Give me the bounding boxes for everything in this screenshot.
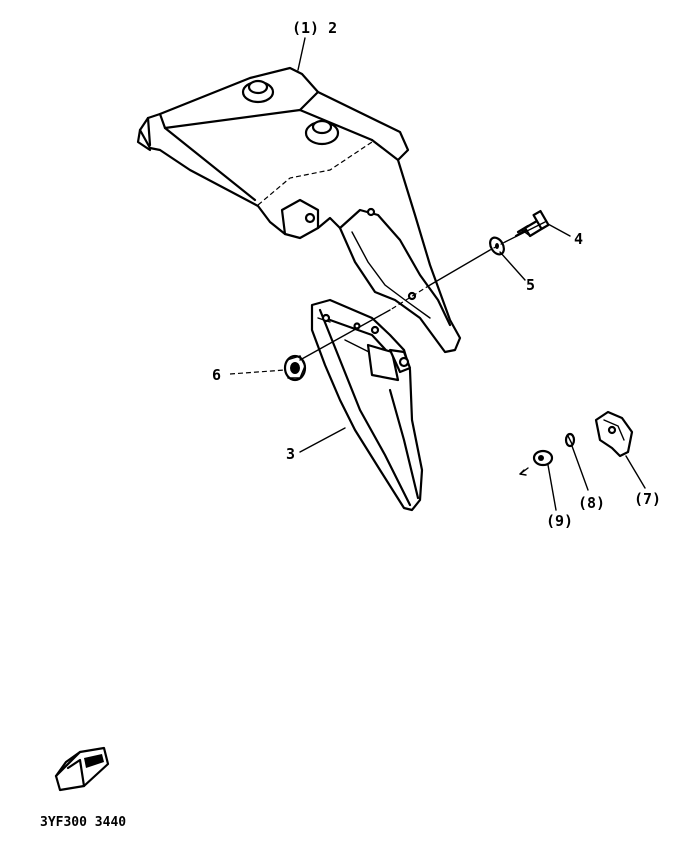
grommet-part-9 — [519, 449, 554, 476]
bolt-part-4 — [514, 209, 550, 238]
callout-part-4: 4 — [574, 230, 583, 248]
callout-part-9: (9) — [546, 512, 573, 530]
callout-part-7: (7) — [634, 490, 661, 508]
mudguard-part-3 — [310, 298, 424, 512]
fender-bracket-part-2 — [136, 66, 462, 354]
leader-lines — [229, 37, 646, 511]
callout-part-1-2: (1) 2 — [292, 19, 337, 37]
callout-part-8: (8) — [578, 494, 605, 512]
reflector-bracket-part-7 — [594, 410, 634, 458]
screw-part-8 — [564, 432, 576, 448]
arrow-ref-icon — [54, 746, 110, 792]
callout-part-5: 5 — [526, 276, 535, 294]
diagram-code: 3YF300 3440 — [40, 815, 126, 830]
callout-part-6: 6 — [212, 366, 221, 384]
callout-part-3: 3 — [286, 445, 295, 463]
nut-part-6 — [283, 354, 307, 382]
